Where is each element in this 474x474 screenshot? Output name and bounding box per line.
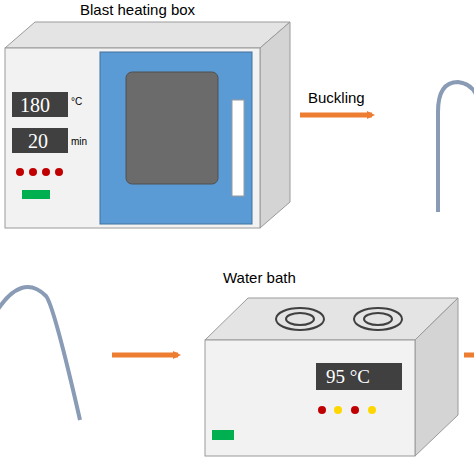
oven-box: Blast heating box 180 °C 20 min <box>0 0 300 232</box>
bent-tube <box>438 82 474 212</box>
temperature-value: 95 °C <box>326 367 370 386</box>
process-arrow <box>464 353 474 358</box>
unit-text: °C <box>71 97 82 107</box>
temperature-value: 180 <box>20 95 50 115</box>
oven-drawing <box>5 22 290 228</box>
node-heading: Blast heating box <box>80 2 195 17</box>
time-value: 20 <box>28 131 48 151</box>
water-bath-drawing <box>205 298 458 456</box>
process-arrow <box>112 353 178 358</box>
water-bath-box: Water bath 95 °C <box>200 262 462 458</box>
bent-tube <box>0 287 80 420</box>
node-heading: Water bath <box>223 270 296 285</box>
process-arrow <box>300 113 372 118</box>
step-label: Buckling <box>308 90 365 105</box>
unit-text: min <box>71 137 87 147</box>
